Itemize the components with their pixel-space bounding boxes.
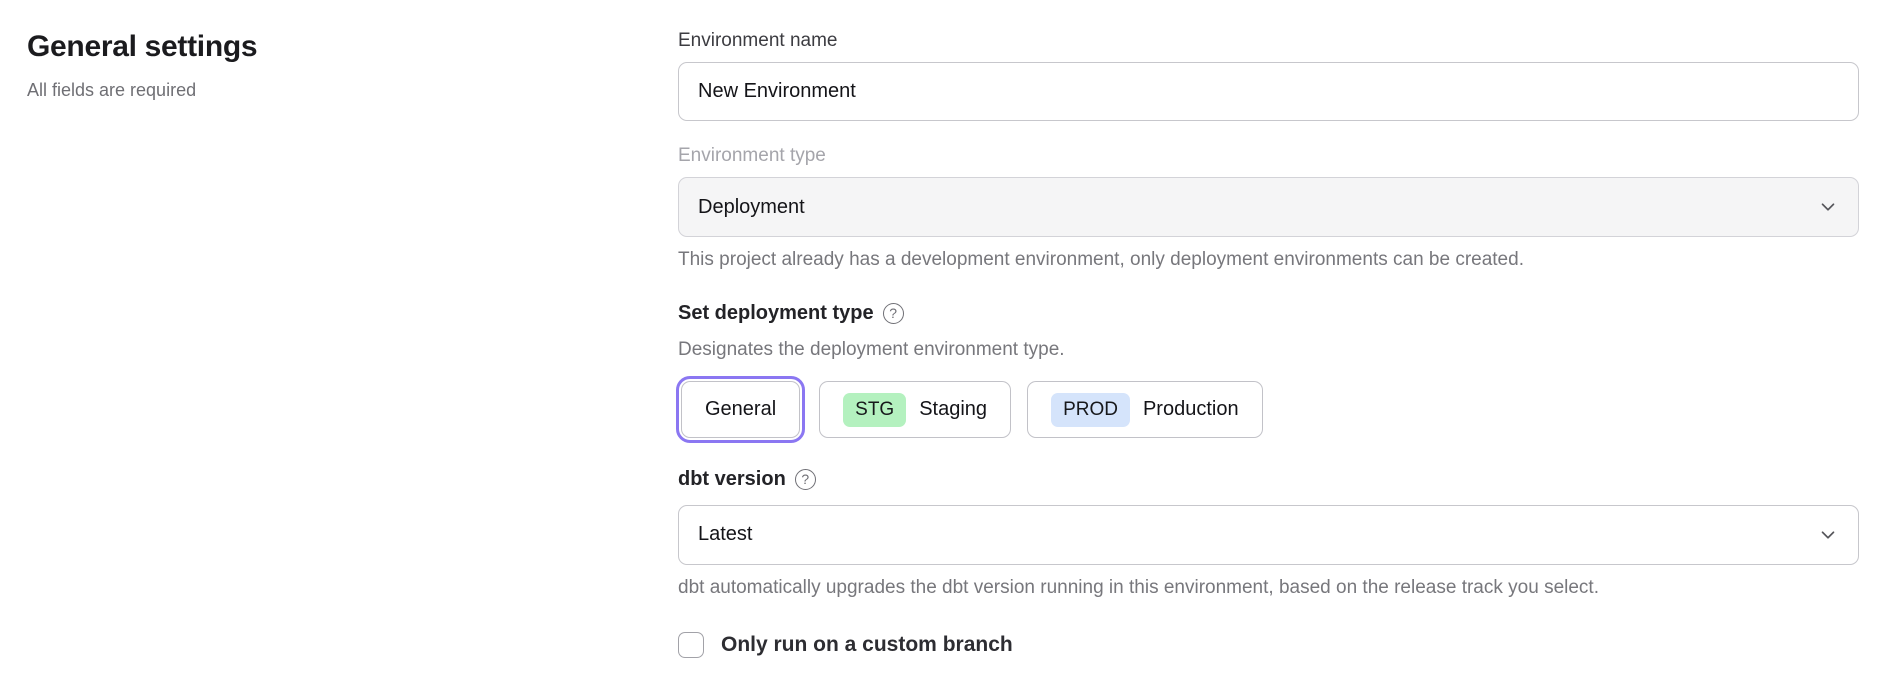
general-settings-page: General settings All fields are required…: [27, 30, 1859, 658]
deployment-type-option-general[interactable]: General: [675, 376, 806, 444]
dbt-version-label: dbt version: [678, 467, 786, 490]
environment-type-helper-text: This project already has a development e…: [678, 249, 1524, 270]
dbt-version-title-row: dbt version ?: [678, 468, 1859, 491]
page-title: General settings: [27, 30, 258, 63]
environment-name-input[interactable]: [678, 62, 1859, 121]
chevron-down-icon: [1817, 196, 1839, 218]
deployment-type-options: General STG Staging PROD Production: [675, 376, 1859, 444]
deployment-type-description: Designates the deployment environment ty…: [678, 338, 1065, 360]
production-badge: PROD: [1051, 392, 1130, 427]
environment-type-label: Environment type: [678, 145, 826, 166]
custom-branch-label[interactable]: Only run on a custom branch: [721, 632, 1013, 656]
option-production-label: Production: [1142, 398, 1239, 421]
environment-type-select[interactable]: Deployment: [678, 177, 1859, 237]
chevron-down-icon: [1817, 524, 1839, 546]
settings-header: General settings All fields are required: [27, 30, 678, 658]
staging-badge: STG: [843, 392, 907, 427]
help-question-icon[interactable]: ?: [794, 468, 816, 490]
environment-name-label: Environment name: [678, 30, 838, 51]
help-question-icon[interactable]: ?: [882, 302, 904, 324]
deployment-type-title-row: Set deployment type ?: [678, 302, 1859, 325]
page-subtitle: All fields are required: [27, 80, 197, 100]
deployment-type-title: Set deployment type: [678, 301, 874, 324]
custom-branch-row: Only run on a custom branch: [678, 631, 1859, 658]
custom-branch-checkbox[interactable]: [678, 631, 704, 658]
dbt-version-select[interactable]: Latest: [678, 504, 1859, 565]
dbt-version-helper-text: dbt automatically upgrades the dbt versi…: [678, 576, 1599, 598]
deployment-type-option-staging[interactable]: STG Staging: [819, 381, 1012, 439]
environment-settings-form: Environment name Environment type Deploy…: [675, 30, 1859, 658]
environment-type-value: Deployment: [698, 195, 805, 218]
dbt-version-value: Latest: [698, 523, 753, 546]
option-staging-label: Staging: [919, 398, 988, 421]
deployment-type-option-production[interactable]: PROD Production: [1027, 381, 1263, 439]
option-general-label: General: [705, 398, 777, 421]
